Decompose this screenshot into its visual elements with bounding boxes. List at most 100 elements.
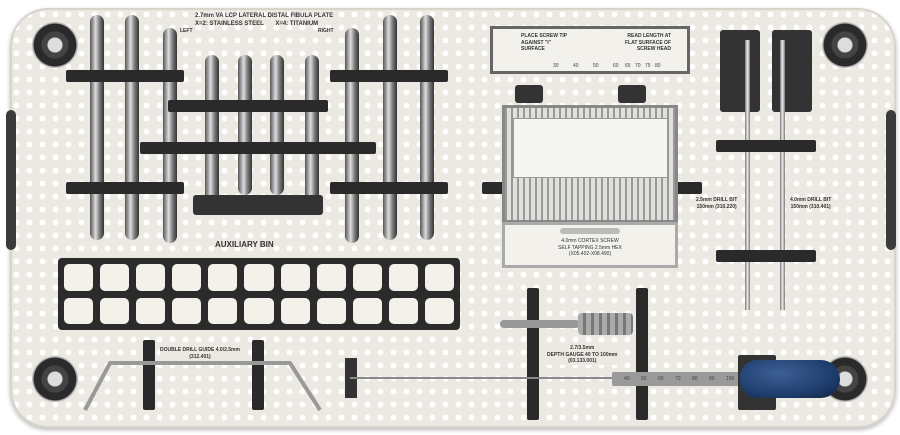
bin-compartment — [136, 297, 166, 324]
plate-bracket — [330, 70, 448, 82]
auxiliary-bin[interactable] — [58, 258, 460, 330]
depth-scale-tick: 40 — [624, 376, 630, 382]
depth-gauge-label: DEPTH GAUGE 40 TO 100mm — [547, 351, 618, 358]
bin-compartment — [64, 264, 94, 291]
fibula-plate[interactable] — [383, 15, 397, 240]
drill-bit-2.5[interactable] — [745, 40, 750, 310]
plate-bracket — [140, 142, 376, 154]
depth-scale-tick: 60 — [658, 376, 664, 382]
depth-scale-tick: 90 — [709, 376, 715, 382]
guide-bracket — [143, 340, 155, 410]
rack-clip[interactable] — [515, 85, 543, 103]
fibula-plate[interactable] — [90, 15, 104, 240]
right-label: RIGHT — [318, 28, 334, 34]
bin-compartment — [208, 264, 238, 291]
plate-bracket — [168, 100, 328, 112]
fibula-plate[interactable] — [125, 15, 139, 240]
right-handle[interactable] — [886, 110, 896, 250]
gauge-sleeve-grip — [578, 313, 633, 335]
plate-bracket — [66, 70, 184, 82]
bin-compartment — [352, 297, 382, 324]
plate-clip[interactable] — [193, 195, 323, 215]
bin-compartment — [280, 297, 310, 324]
plate-title: 2.7mm VA LCP LATERAL DISTAL FIBULA PLATE — [195, 13, 334, 19]
depth-scale-tick: 70 — [675, 376, 681, 382]
gauge-scale-tick: 50 — [593, 63, 599, 69]
material-left: X=2: STAINLESS STEEL — [195, 20, 264, 27]
bin-compartment — [136, 264, 166, 291]
drill-bit-holder[interactable] — [720, 30, 760, 112]
gauge-scale-tick: 80 — [655, 63, 661, 69]
bin-compartment — [424, 297, 454, 324]
cortex-screw-line3: (X05.402-X08.490) — [568, 251, 612, 257]
depth-scale-tick: 100 — [726, 376, 735, 382]
drill-guide-label: DOUBLE DRILL GUIDE 4.0/2.5mm — [160, 347, 240, 353]
left-handle[interactable] — [6, 110, 16, 250]
screw-rack[interactable] — [502, 105, 678, 223]
plate-bracket — [330, 182, 448, 194]
gauge-left-note: PLACE SCREW TIP AGAINST "I" SURFACE — [521, 33, 568, 52]
cortex-screw-line1: 4.0mm CORTEX SCREW — [561, 238, 619, 244]
drill-bit-2-code: 150mm (310.401) — [790, 203, 831, 210]
gauge-right-note: READ LENGTH AT FLAT SURFACE OF SCREW HEA… — [624, 33, 671, 52]
drill-bit-4.0[interactable] — [780, 40, 785, 310]
gauge-scale-tick: 70 — [635, 63, 641, 69]
bin-compartment — [316, 264, 346, 291]
bin-compartment — [388, 264, 418, 291]
corner-foot — [32, 356, 78, 402]
depth-gauge-probe[interactable] — [350, 377, 615, 379]
gauge-scale-tick: 65 — [625, 63, 631, 69]
corner-foot — [32, 22, 78, 68]
bin-compartment — [388, 297, 418, 324]
drill-bit-1-code: 150mm (310.220) — [696, 203, 737, 210]
screw-icon — [560, 228, 620, 234]
gauge-bracket — [636, 288, 648, 420]
auxiliary-bin-label: AUXILIARY BIN — [215, 240, 274, 249]
bin-compartment — [424, 264, 454, 291]
screw-length-gauge[interactable]: PLACE SCREW TIP AGAINST "I" SURFACE READ… — [490, 26, 690, 74]
fibula-plate[interactable] — [345, 28, 359, 243]
depth-gauge-code: (03.133.001) — [568, 358, 597, 364]
gauge-scale-tick: 40 — [573, 63, 579, 69]
gauge-sleeve[interactable] — [500, 320, 580, 328]
rack-clip[interactable] — [618, 85, 646, 103]
bin-compartment — [172, 297, 202, 324]
gauge-scale-tick: 60 — [613, 63, 619, 69]
bin-compartment — [64, 297, 94, 324]
fibula-plate[interactable] — [238, 55, 252, 195]
bin-compartment — [316, 297, 346, 324]
bin-compartment — [100, 264, 130, 291]
bin-compartment — [280, 264, 310, 291]
bin-compartment — [244, 264, 274, 291]
bin-compartment — [244, 297, 274, 324]
drill-bit-2-label: 4.0mm DRILL BIT — [790, 197, 832, 203]
corner-foot — [822, 22, 868, 68]
drill-bracket — [716, 250, 816, 262]
plate-bracket — [66, 182, 184, 194]
guide-bracket — [252, 340, 264, 410]
gauge-scale-tick: 30 — [553, 63, 559, 69]
bin-compartment — [172, 264, 202, 291]
plate-set-title: 2.7mm VA LCP LATERAL DISTAL FIBULA PLATE… — [195, 13, 333, 29]
drill-bit-1-label: 2.5mm DRILL BIT — [696, 197, 738, 203]
left-label: LEFT — [180, 28, 193, 34]
bin-compartment — [100, 297, 130, 324]
bin-compartment — [352, 264, 382, 291]
depth-scale-tick: 80 — [692, 376, 698, 382]
double-drill-guide[interactable] — [80, 355, 330, 415]
fibula-plate[interactable] — [305, 55, 319, 215]
fibula-plate[interactable] — [270, 55, 284, 195]
drill-bracket — [716, 140, 816, 152]
gauge-scale-tick: 75 — [645, 63, 651, 69]
fibula-plate[interactable] — [420, 15, 434, 240]
fibula-plate[interactable] — [205, 55, 219, 215]
cortex-screw-line2: SELF TAPPING 2.5mm HEX — [558, 244, 622, 251]
drill-guide-code: (312.401) — [189, 353, 211, 360]
fibula-plate[interactable] — [163, 28, 177, 243]
bin-compartment — [208, 297, 238, 324]
depth-gauge-handle[interactable] — [740, 360, 840, 398]
depth-gauge-size: 2.7/3.5mm — [570, 345, 595, 351]
drill-bit-holder[interactable] — [772, 30, 812, 112]
